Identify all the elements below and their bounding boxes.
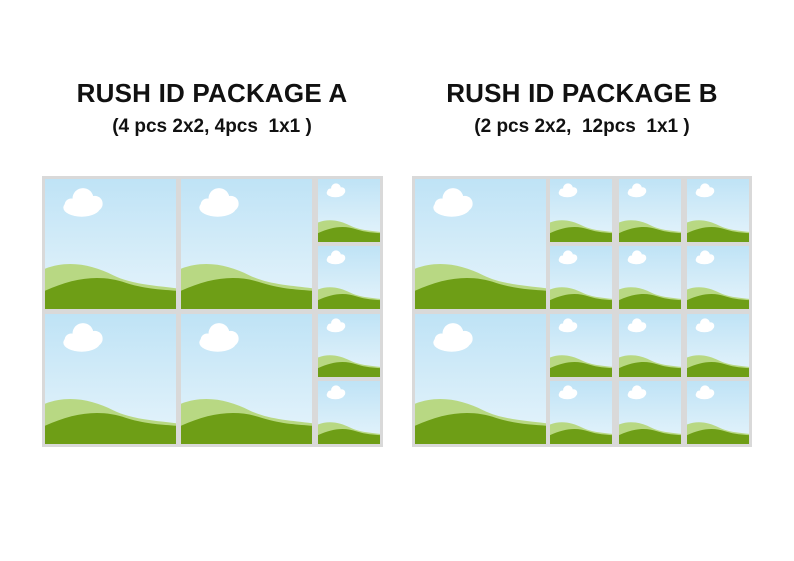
photo-2x2 [181, 314, 312, 444]
package-b-title: RUSH ID PACKAGE B [446, 78, 718, 108]
photo-1x1 [687, 179, 749, 242]
package-a-photo-sheet [42, 176, 383, 447]
photo-1x1 [619, 381, 681, 444]
photo-1x1 [687, 246, 749, 309]
photo-1x1 [550, 179, 612, 242]
photo-1x1 [687, 381, 749, 444]
photo-1x1 [318, 381, 380, 444]
package-b-subtitle: (2 pcs 2x2, 12pcs 1x1 ) [474, 116, 690, 137]
photo-1x1 [318, 314, 380, 377]
photo-1x1 [318, 179, 380, 242]
package-a-title: RUSH ID PACKAGE A [76, 78, 348, 108]
photo-1x1 [550, 381, 612, 444]
photo-1x1 [550, 246, 612, 309]
photo-2x2 [181, 179, 312, 309]
photo-1x1 [687, 314, 749, 377]
photo-2x2 [415, 314, 546, 444]
photo-1x1 [619, 314, 681, 377]
photo-1x1 [550, 314, 612, 377]
package-a-subtitle: (4 pcs 2x2, 4pcs 1x1 ) [112, 116, 312, 137]
photo-2x2 [415, 179, 546, 309]
photo-2x2 [45, 314, 176, 444]
photo-1x1 [318, 246, 380, 309]
photo-1x1 [619, 179, 681, 242]
package-b-photo-sheet [412, 176, 752, 447]
photo-1x1 [619, 246, 681, 309]
photo-2x2 [45, 179, 176, 309]
